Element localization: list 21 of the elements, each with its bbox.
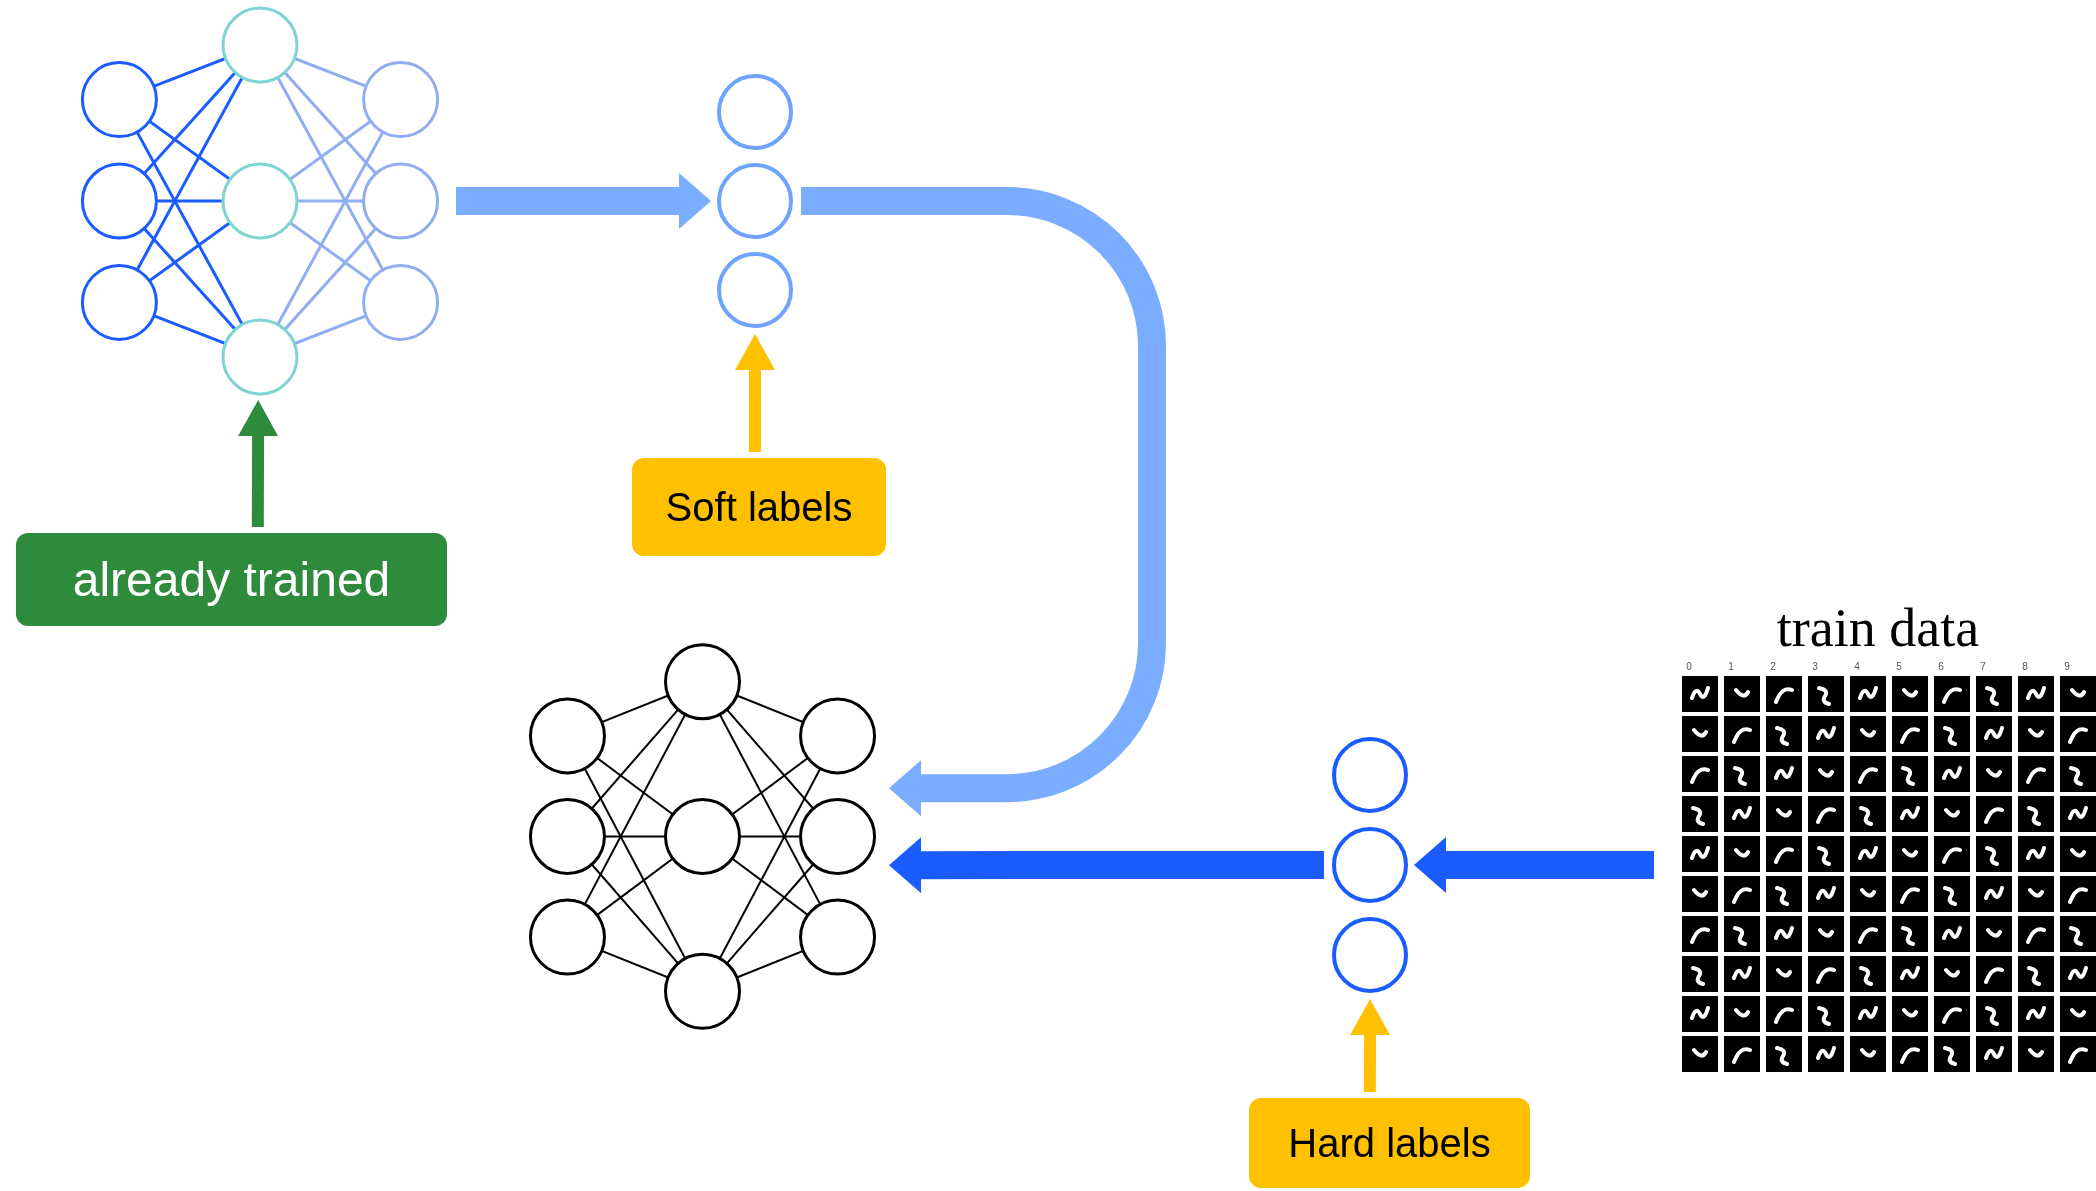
column-label: 3 [1811, 661, 1819, 673]
column-label: 9 [2063, 661, 2071, 673]
arrow [1414, 837, 1654, 893]
dataset-title: train data [1775, 600, 1981, 656]
column-label: 6 [1937, 661, 1945, 673]
hard-labels-tag: Hard labels [1249, 1098, 1530, 1188]
arrow [801, 187, 1166, 817]
column-label: 1 [1727, 661, 1735, 673]
column-label: 7 [1979, 661, 1987, 673]
arrow [735, 334, 775, 452]
arrow [456, 173, 711, 229]
column-label: 4 [1853, 661, 1861, 673]
arrow [889, 837, 1324, 894]
column-label: 8 [2021, 661, 2029, 673]
column-label: 5 [1895, 661, 1903, 673]
column-label: 0 [1685, 661, 1693, 673]
arrow [238, 400, 279, 528]
status-tag: already trained [16, 533, 447, 626]
column-label: 2 [1769, 661, 1777, 673]
soft-labels-tag: Soft labels [632, 458, 886, 556]
arrow [1350, 999, 1390, 1093]
